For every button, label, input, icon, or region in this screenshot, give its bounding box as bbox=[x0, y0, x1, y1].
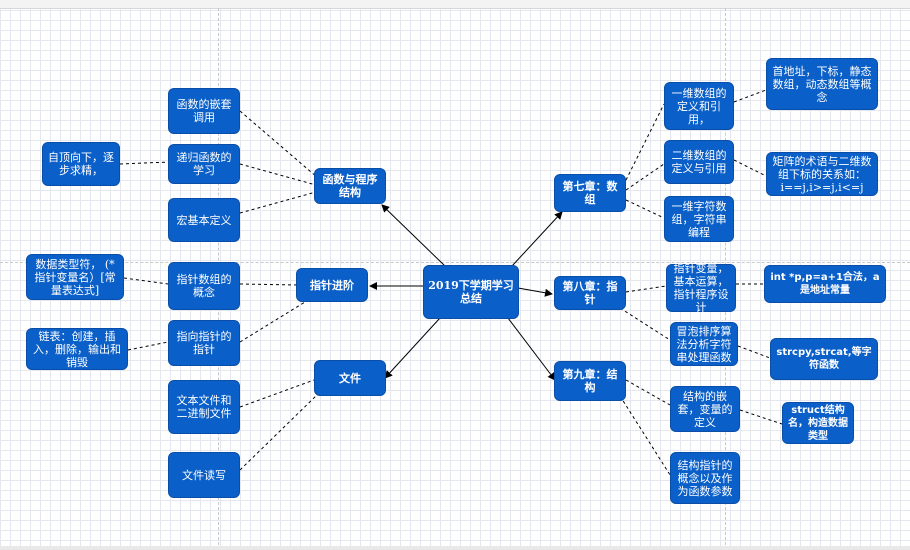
detail-matrix-note[interactable]: 矩阵的术语与二维数组下标的关系如：i==j,i>=j,i<=j bbox=[766, 152, 878, 196]
link-ptrtoptr-list bbox=[127, 341, 169, 351]
detail-ptr-to-ptr[interactable]: 指向指针的指针 bbox=[168, 320, 240, 366]
detail-recursion[interactable]: 递归函数的学习 bbox=[168, 144, 240, 184]
link-ch8-bubble bbox=[619, 307, 671, 341]
arrow-to-ch8 bbox=[517, 287, 553, 297]
canvas-scrollbar[interactable] bbox=[0, 546, 910, 550]
detail-ptr-array[interactable]: 指针数组的概念 bbox=[168, 262, 240, 310]
branch-files[interactable]: 文件 bbox=[314, 360, 386, 396]
detail-struct-nesting[interactable]: 结构的嵌套，变量的定义 bbox=[670, 386, 740, 432]
link-pointers-ptrtoptr bbox=[239, 301, 306, 343]
detail-1d-array[interactable]: 一维数组的定义和引用， bbox=[664, 82, 734, 130]
detail-nested-calls[interactable]: 函数的嵌套调用 bbox=[168, 88, 240, 134]
arrow-to-ch7 bbox=[511, 211, 563, 267]
link-recursion-topdown bbox=[119, 161, 171, 165]
center-node[interactable]: 2019下学期学习总结 bbox=[423, 265, 519, 319]
detail-macro[interactable]: 宏基本定义 bbox=[168, 198, 240, 242]
branch-ch7[interactable]: 第七章：数组 bbox=[554, 174, 626, 212]
detail-1d-array-note[interactable]: 首地址，下标，静态数组，动态数组等概念 bbox=[766, 58, 878, 110]
detail-ptr-vars[interactable]: 指针变量，基本运算，指针程序设计 bbox=[666, 262, 736, 314]
detail-ptr-array-syntax[interactable]: 数据类型符， (*指针变量名）[常量表达式] bbox=[26, 254, 124, 300]
link-functions-recursion bbox=[239, 163, 317, 186]
detail-topdown[interactable]: 自顶向下，逐步求精， bbox=[42, 142, 120, 186]
link-functions-macro bbox=[239, 191, 317, 214]
detail-2d-array[interactable]: 二维数组的定义与引用 bbox=[664, 140, 734, 184]
arrow-to-functions bbox=[381, 204, 446, 267]
branch-ch9[interactable]: 第九章：结构 bbox=[554, 361, 626, 401]
branch-functions[interactable]: 函数与程序结构 bbox=[314, 168, 386, 204]
detail-char-array[interactable]: 一维字符数组，字符串编程 bbox=[664, 196, 734, 242]
branch-pointers-adv[interactable]: 指针进阶 bbox=[296, 268, 368, 302]
link-ch7-char bbox=[625, 199, 665, 219]
page-guide-line bbox=[0, 262, 910, 263]
detail-ptr-vars-note[interactable]: int *p,p=a+1合法，a是地址常量 bbox=[764, 265, 886, 303]
link-pointers-ptrarray bbox=[239, 283, 299, 286]
detail-string-funcs[interactable]: strcpy,strcat,等字符函数 bbox=[770, 338, 878, 380]
detail-struct-note[interactable]: struct结构名，构造数据类型 bbox=[782, 402, 854, 444]
link-ch9-structptr bbox=[619, 395, 673, 479]
arrow-to-files bbox=[384, 317, 441, 379]
detail-file-rw[interactable]: 文件读写 bbox=[168, 452, 240, 498]
canvas-top-bar bbox=[0, 0, 910, 9]
branch-ch8[interactable]: 第八章：指针 bbox=[554, 276, 626, 310]
detail-bubble-sort[interactable]: 冒泡排序算法分析字符串处理函数 bbox=[670, 322, 738, 366]
detail-struct-ptr[interactable]: 结构指针的概念以及作为函数参数 bbox=[670, 452, 740, 504]
detail-linked-list[interactable]: 链表：创建，插入，删除，输出和销毁 bbox=[26, 328, 128, 370]
link-ch7-2d bbox=[625, 163, 665, 191]
link-files-rw bbox=[239, 391, 321, 471]
arrow-to-ch9 bbox=[507, 317, 556, 381]
link-functions-nested bbox=[239, 110, 319, 179]
link-nesting-note bbox=[739, 409, 783, 425]
link-2d-note bbox=[733, 159, 767, 177]
link-ch8-ptrvars bbox=[625, 285, 667, 293]
link-files-textbin bbox=[239, 379, 315, 408]
link-bubble-strfuncs bbox=[737, 345, 771, 359]
link-ptrarray-syntax bbox=[123, 277, 169, 285]
link-ch9-nesting bbox=[625, 379, 671, 406]
link-ch7-1d bbox=[625, 103, 665, 181]
detail-text-binary[interactable]: 文本文件和二进制文件 bbox=[168, 380, 240, 434]
link-1d-note bbox=[733, 89, 767, 103]
